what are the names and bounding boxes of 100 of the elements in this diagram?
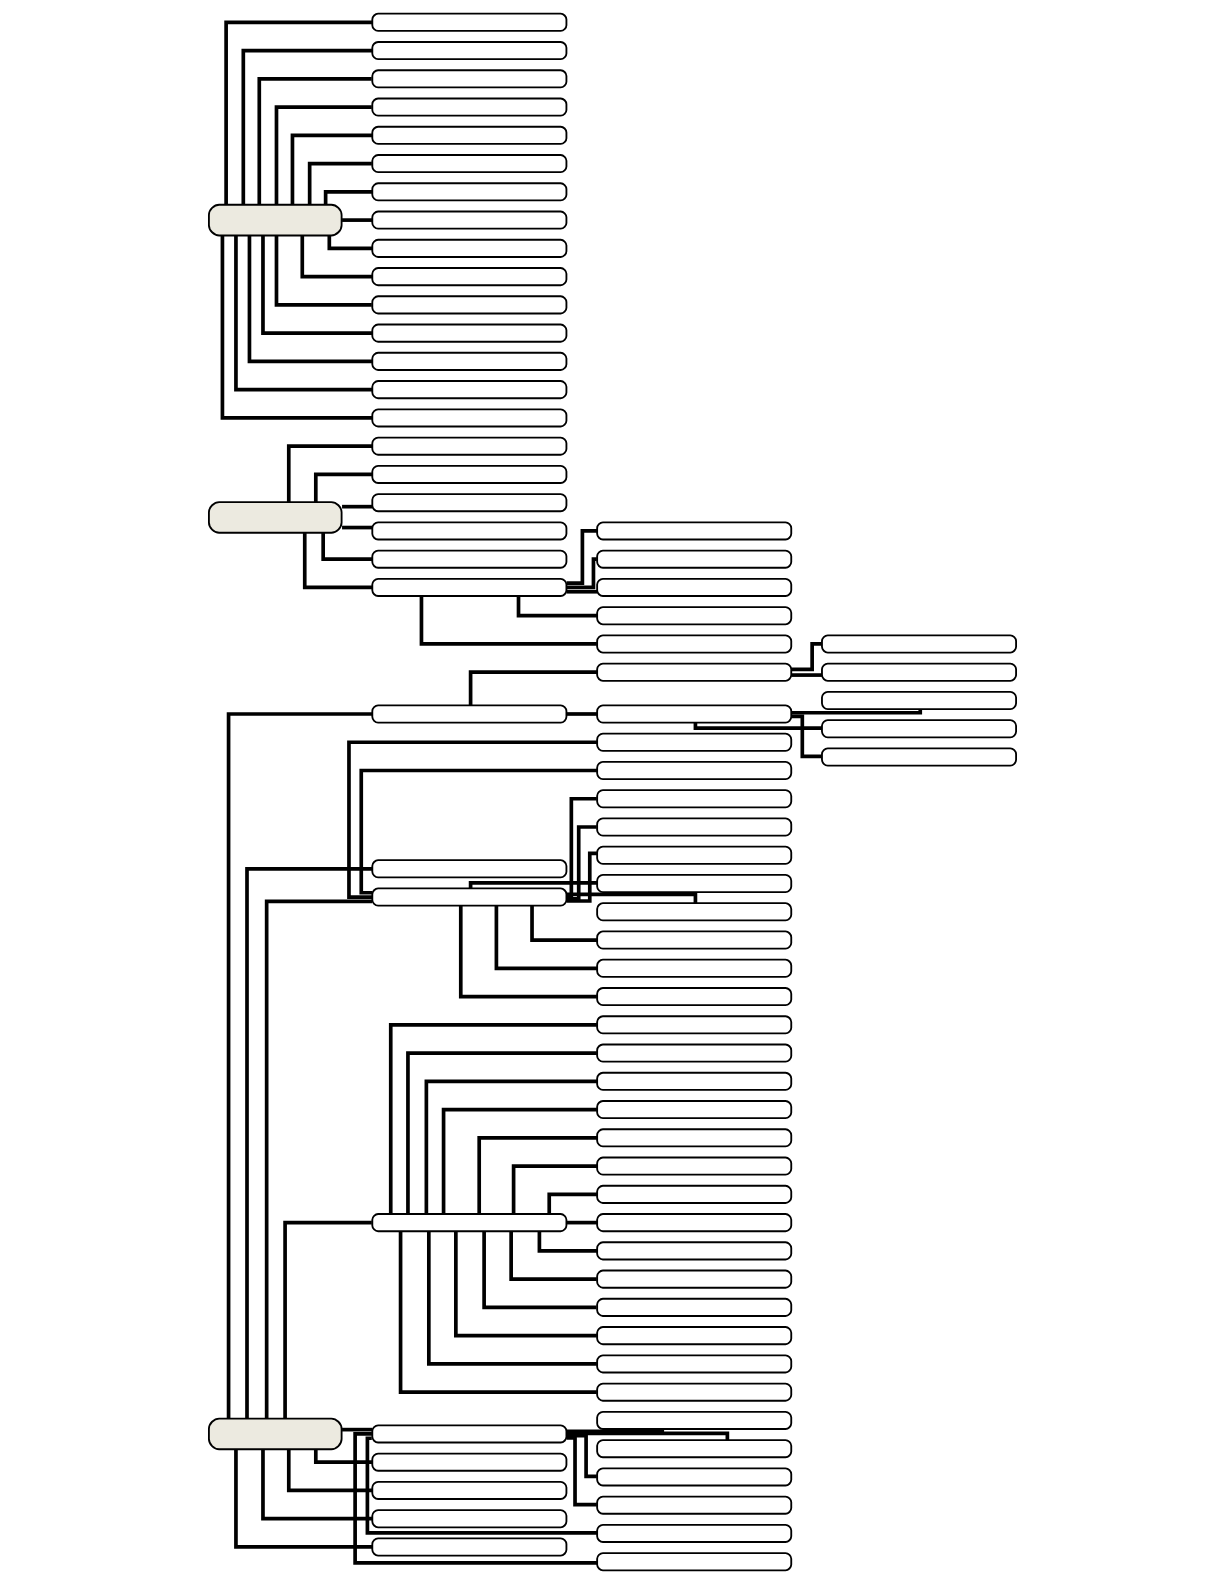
- connector: [358, 768, 597, 895]
- connector: [240, 48, 372, 205]
- connector: [529, 905, 597, 942]
- node-box: [595, 1410, 792, 1430]
- connector: [405, 1051, 597, 1214]
- node-box: [595, 1297, 792, 1317]
- node-box: [370, 1452, 567, 1472]
- node-box: [595, 1439, 792, 1459]
- connector: [566, 1431, 729, 1440]
- connector: [274, 105, 372, 205]
- node-box: [595, 902, 792, 922]
- node-box: [595, 1015, 792, 1035]
- node-box: [595, 761, 792, 780]
- connector: [398, 1231, 597, 1394]
- connector: [566, 1220, 597, 1225]
- node-box: [595, 1552, 792, 1572]
- connector: [341, 504, 372, 509]
- node-box: [370, 577, 567, 597]
- connector: [388, 1022, 597, 1214]
- node-box: [370, 464, 567, 484]
- connector: [453, 1231, 597, 1338]
- connector: [365, 1436, 597, 1535]
- node-box: [820, 690, 1017, 710]
- node-box: [370, 154, 567, 174]
- node-box: [370, 1509, 567, 1529]
- connector: [566, 712, 597, 716]
- node-box: [370, 436, 567, 456]
- node-box: [370, 1480, 567, 1500]
- node-box: [370, 887, 567, 907]
- node-box: [370, 351, 567, 371]
- node-box: [370, 12, 567, 32]
- node-box: [370, 380, 567, 400]
- connector: [313, 1449, 372, 1465]
- connector: [307, 161, 372, 205]
- node-box: [820, 747, 1017, 767]
- connector: [468, 881, 597, 889]
- connector: [566, 589, 597, 594]
- connector: [566, 825, 597, 901]
- connector: [341, 1427, 372, 1432]
- node-box: [207, 203, 343, 237]
- node-box: [595, 987, 792, 1007]
- node-box: [595, 817, 792, 837]
- node-box: [820, 719, 1017, 739]
- connector: [260, 235, 372, 335]
- node-box: [370, 1213, 567, 1233]
- node-box: [595, 1241, 792, 1261]
- node-box: [370, 267, 567, 287]
- connector: [247, 235, 372, 364]
- node-box: [595, 1269, 792, 1289]
- connector: [326, 235, 372, 251]
- connector: [791, 642, 822, 672]
- node-box: [595, 704, 792, 724]
- node-box: [370, 1424, 567, 1444]
- node-box: [370, 704, 567, 724]
- node-box: [595, 577, 792, 597]
- node-box: [820, 634, 1017, 654]
- node-box: [370, 521, 567, 541]
- node-box: [595, 1382, 792, 1402]
- node-box: [595, 1326, 792, 1346]
- connector: [282, 1220, 372, 1419]
- node-box: [595, 634, 792, 654]
- connector: [424, 1079, 597, 1214]
- connector: [566, 851, 597, 903]
- connector: [511, 1164, 597, 1214]
- node-box: [207, 1417, 343, 1451]
- node-box: [595, 1184, 792, 1204]
- node-box: [370, 125, 567, 145]
- node-box: [595, 1071, 792, 1091]
- node-box: [595, 732, 792, 752]
- connector: [566, 529, 597, 585]
- connector: [220, 235, 372, 420]
- node-box: [595, 1523, 792, 1543]
- connector: [537, 1231, 597, 1253]
- node-box: [370, 41, 567, 61]
- connector: [352, 1432, 597, 1565]
- connector: [494, 905, 597, 971]
- connector: [566, 1436, 597, 1507]
- node-box: [370, 182, 567, 202]
- node-box: [207, 501, 343, 534]
- connector: [341, 218, 372, 222]
- connector: [419, 596, 597, 646]
- connector: [441, 1107, 597, 1214]
- node-box: [595, 930, 792, 950]
- node-box: [370, 97, 567, 117]
- connector: [791, 714, 822, 759]
- node-box: [370, 549, 567, 569]
- connector: [341, 525, 372, 530]
- connector: [508, 1231, 597, 1281]
- connector: [566, 1428, 664, 1434]
- node-box: [595, 789, 792, 809]
- connector: [233, 1449, 372, 1549]
- node-box: [595, 1213, 792, 1233]
- connector: [223, 20, 372, 205]
- connector: [481, 1231, 597, 1310]
- node-box: [370, 295, 567, 315]
- connector: [566, 892, 697, 904]
- node-box: [595, 662, 792, 682]
- connector: [233, 235, 372, 392]
- node-box: [595, 1100, 792, 1120]
- node-box: [595, 1043, 792, 1063]
